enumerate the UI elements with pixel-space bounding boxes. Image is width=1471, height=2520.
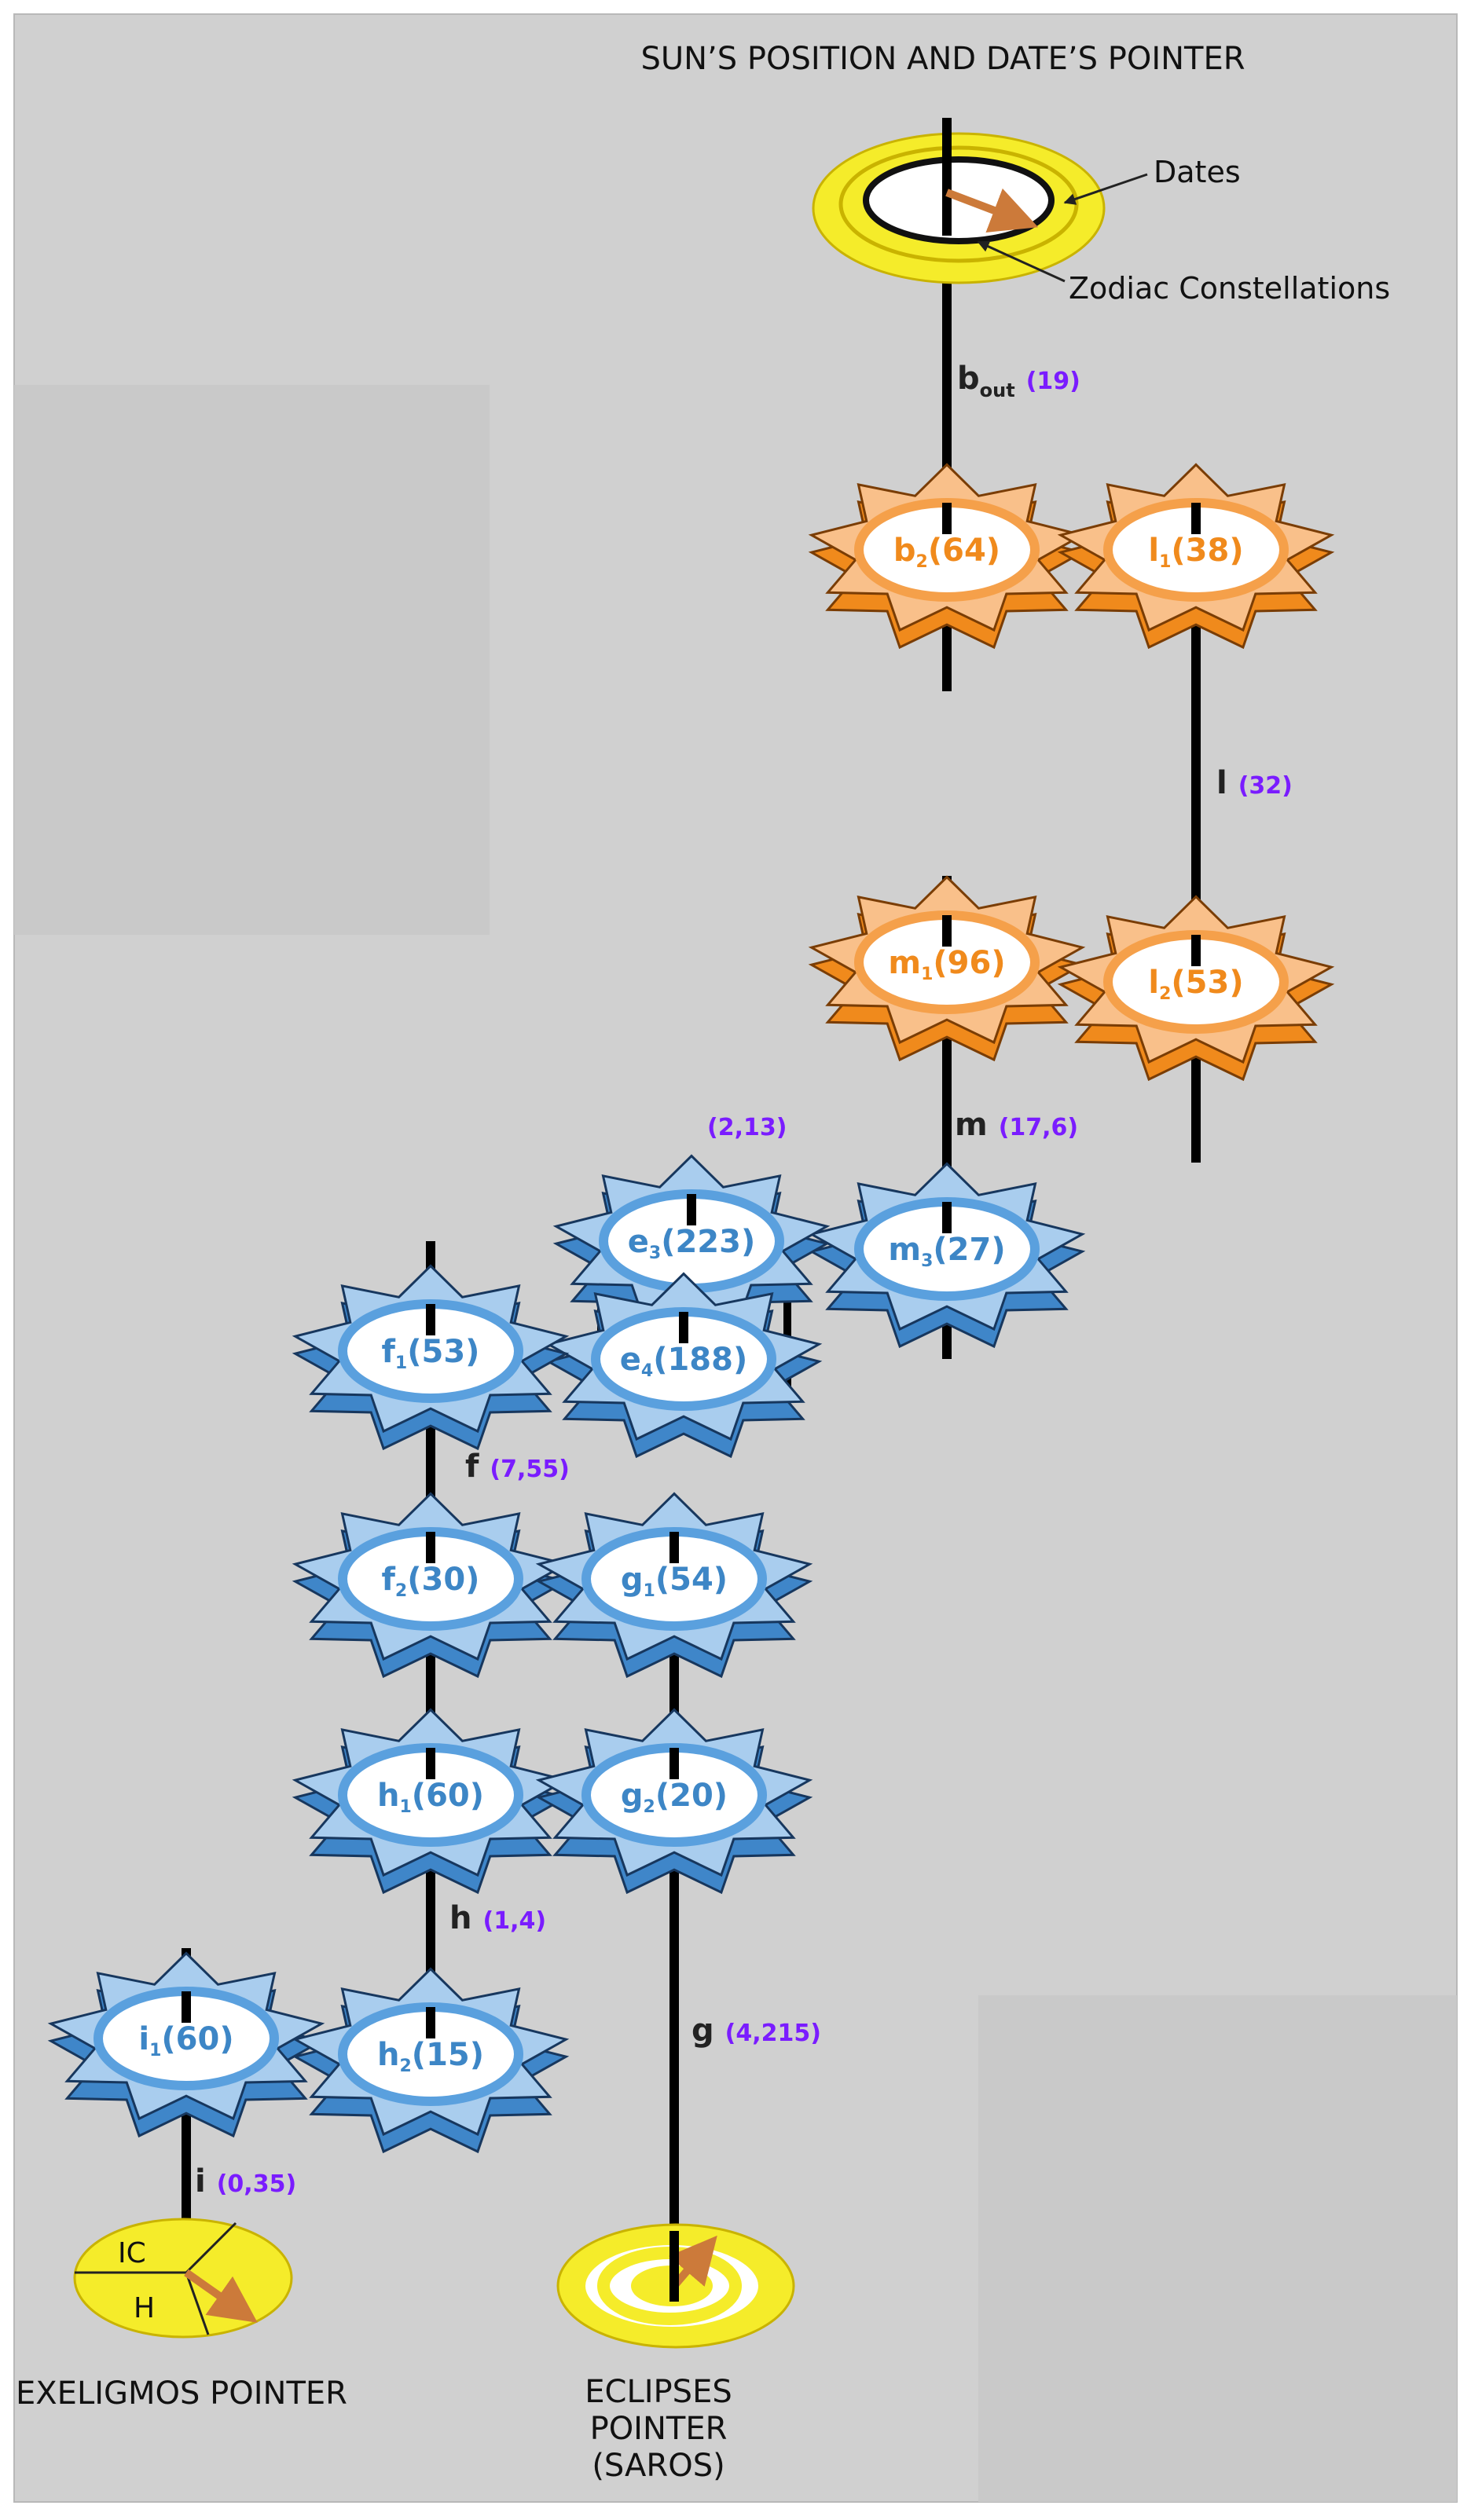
eclipses-dial	[556, 2223, 795, 2349]
eclipses-caption-line-3: (SAROS)	[592, 2448, 724, 2484]
sun-pointer-icon	[945, 188, 1039, 233]
gear-h1: h1(60)	[292, 1708, 570, 1895]
gear-e3-label: e3(223)	[628, 1224, 756, 1263]
exeligmos-caption: EXELIGMOS POINTER	[16, 2375, 347, 2412]
shaft-label-bout: bout(19)	[957, 361, 1080, 401]
background-inset-right	[978, 1995, 1457, 2502]
shaft-label-h: h(1,4)	[449, 1900, 546, 1936]
background-inset-left	[14, 385, 490, 935]
gear-b2: b2(64)	[808, 463, 1086, 650]
gear-b2-label: b2(64)	[893, 533, 1000, 572]
shaft-label-f: f(7,55)	[465, 1449, 570, 1485]
gear-m1-label: m1(96)	[888, 945, 1005, 984]
exeligmos-face	[73, 2218, 293, 2339]
gear-l1: l1(38)	[1057, 463, 1335, 650]
zodiac-label: Zodiac Constellations	[1069, 271, 1390, 306]
dates-label: Dates	[1154, 155, 1241, 189]
exeligmos-dial	[73, 2218, 293, 2339]
gear-f2-label: f2(30)	[382, 1562, 480, 1601]
exeligmos-sector-h: H	[134, 2292, 155, 2324]
gear-i1-label: i1(60)	[138, 2021, 233, 2060]
gear-g1-label: g1(54)	[621, 1562, 728, 1601]
gear-g2: g2(20)	[535, 1708, 813, 1895]
gear-m3-label: m3(27)	[888, 1232, 1005, 1271]
eclipses-caption-line-2: POINTER	[590, 2411, 728, 2447]
gear-m3: m3(27)	[808, 1162, 1086, 1349]
shaft-label-l: l(32)	[1216, 765, 1293, 801]
gear-g2-label: g2(20)	[621, 1778, 728, 1817]
gear-f1: f1(53)	[292, 1264, 570, 1451]
zodiac-leader-line	[977, 240, 1066, 283]
gear-f2: f2(30)	[292, 1492, 570, 1679]
gears-layer: b2(64) l1(38) m1(96) l2(53) m3(27) e3(223) e4(…	[47, 463, 1335, 2154]
gear-l1-label: l1(38)	[1148, 533, 1243, 572]
shaft-labels-layer: bout(19) l(32) m(17,6) (2,13) f(7,55) h(1,4) g…	[195, 361, 1293, 2200]
gear-e3: e3(223)	[552, 1154, 831, 1341]
gear-h2: h2(15)	[292, 1967, 570, 2154]
gear-e4: e4(188)	[545, 1272, 823, 1459]
page-title: SUN’S POSITION AND DATE’S POINTER	[640, 41, 1245, 77]
eclipses-caption-line-1: ECLIPSES	[585, 2374, 732, 2410]
gear-e4-label: e4(188)	[620, 1342, 748, 1381]
gear-h2-label: h2(15)	[377, 2037, 484, 2076]
exeligmos-divider-3	[185, 2272, 210, 2335]
gear-g1: g1(54)	[535, 1492, 813, 1679]
shaft-label-m: m(17,6)	[955, 1107, 1078, 1143]
gear-m1: m1(96)	[808, 875, 1086, 1062]
saros-pointer-icon	[669, 2235, 717, 2289]
gear-l2-label: l2(53)	[1148, 965, 1243, 1004]
shaft-label-e: (2,13)	[707, 1114, 787, 1141]
sun-position-dial	[812, 118, 1148, 284]
exeligmos-divider-2	[185, 2221, 237, 2274]
shaft-label-g: g(4,215)	[691, 2013, 821, 2049]
gear-i1: i1(60)	[47, 1951, 325, 2138]
gear-f1-label: f1(53)	[382, 1334, 480, 1373]
gear-l2: l2(53)	[1057, 895, 1335, 1082]
exeligmos-pointer-icon	[184, 2269, 258, 2323]
gear-h1-label: h1(60)	[377, 1778, 484, 1817]
dates-leader-line	[1063, 173, 1148, 205]
exeligmos-sector-ic: IC	[118, 2237, 146, 2269]
shaft-label-i: i(0,35)	[195, 2163, 296, 2200]
